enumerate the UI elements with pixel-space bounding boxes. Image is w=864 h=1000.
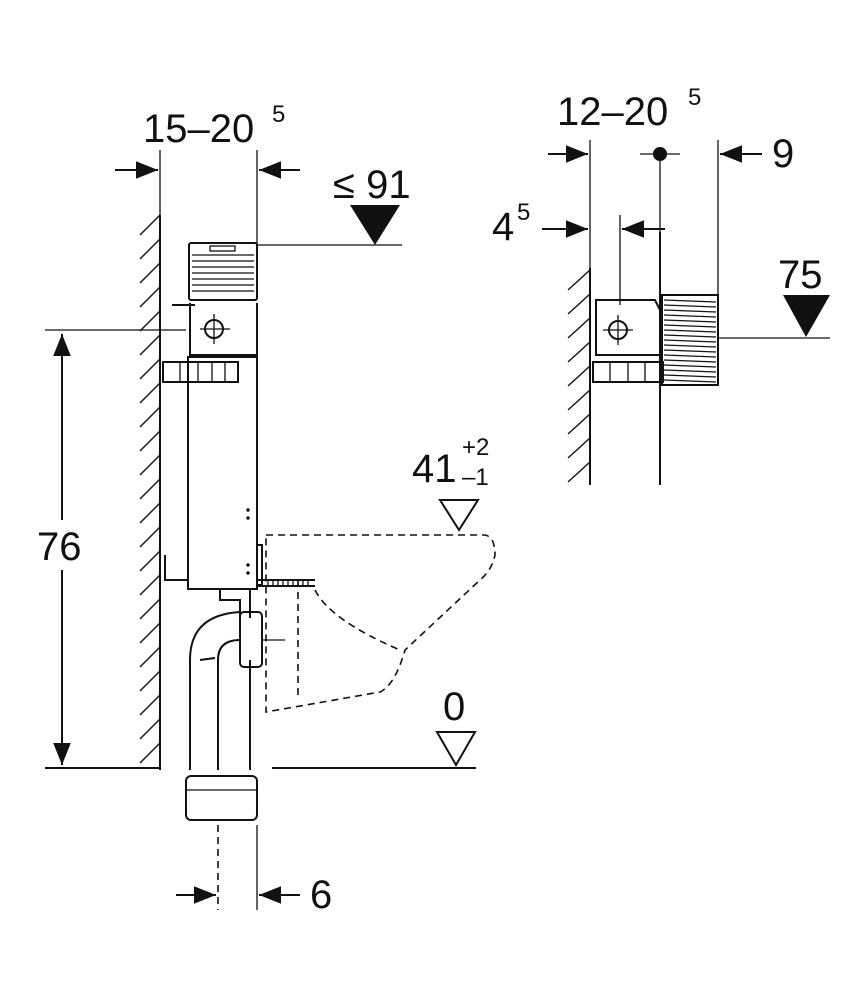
hatch-line	[663, 304, 717, 308]
floor-level-marker: 0	[435, 685, 477, 768]
hatch-line	[139, 718, 161, 740]
detail-height-marker: 75	[718, 253, 830, 339]
detail-inner-sup: 5	[517, 199, 530, 226]
pipe-offset-dimension: 6	[176, 825, 332, 917]
hatch-line	[567, 341, 591, 363]
hatch-line	[567, 293, 591, 315]
hatch-line	[663, 344, 717, 348]
hatch-line	[139, 670, 161, 692]
detail-inner-label: 4	[492, 205, 514, 249]
hatch-line	[663, 324, 717, 328]
top-height-marker: ≤ 91	[257, 163, 411, 246]
frame-height-label: 76	[37, 525, 82, 569]
detail-inner-dimension: 4 5	[492, 199, 665, 305]
hatch-line	[663, 319, 717, 323]
hatch-line	[663, 359, 717, 363]
detail-depth-sup: 5	[688, 84, 701, 111]
frame-height-dimension: 76	[37, 329, 186, 765]
floor-level-label: 0	[443, 685, 465, 729]
depth-label: 15–20	[143, 107, 254, 151]
bowl-height-label: 41	[412, 447, 457, 491]
hatch-line	[139, 526, 161, 548]
hatch-line	[139, 502, 161, 524]
hatch-line	[663, 309, 717, 313]
hatch-line	[663, 299, 717, 303]
top-height-label: ≤ 91	[333, 163, 411, 207]
hatch-line	[663, 364, 717, 368]
toilet-bowl-outline	[265, 534, 496, 713]
hatch-line	[139, 406, 161, 428]
hatch-line	[139, 358, 161, 380]
bowl-height-tol-minus: –1	[462, 464, 489, 491]
level-triangle-filled-icon	[350, 205, 400, 245]
pipe-offset-label: 6	[310, 873, 332, 917]
level-triangle-filled-icon	[783, 295, 830, 337]
hatch-line	[139, 742, 161, 764]
hatch-line	[139, 430, 161, 452]
wall-right	[567, 232, 661, 485]
hatch-line	[139, 238, 161, 260]
hatch-line	[567, 413, 591, 435]
hatch-line	[567, 461, 591, 483]
level-triangle-outline-icon	[438, 499, 480, 532]
hatch-line	[663, 369, 717, 373]
hatch-line	[663, 334, 717, 338]
hatch-line	[567, 389, 591, 411]
hatch-line	[139, 334, 161, 356]
hatch-line	[139, 286, 161, 308]
hatch-line	[139, 214, 161, 236]
hatch-line	[139, 310, 161, 332]
hatch-line	[139, 622, 161, 644]
depth-dimension: 15–20 5	[115, 101, 300, 245]
hatch-line	[139, 454, 161, 476]
hatch-line	[663, 329, 717, 333]
hatch-line	[567, 317, 591, 339]
hatch-line	[663, 349, 717, 353]
hatch-line	[567, 437, 591, 459]
hatch-line	[567, 269, 591, 291]
depth-sup: 5	[272, 101, 285, 128]
hatch-line	[663, 314, 717, 318]
hatch-line	[663, 354, 717, 358]
hatch-line	[139, 574, 161, 596]
drain-pipe	[185, 590, 285, 821]
hatch-line	[139, 646, 161, 668]
detail-height-label: 75	[778, 253, 823, 297]
hatch-line	[139, 262, 161, 284]
bowl-height-marker: 41 +2 –1	[412, 434, 489, 532]
hatch-line	[567, 365, 591, 387]
bowl-height-tol-plus: +2	[462, 434, 489, 461]
hatch-line	[663, 379, 717, 383]
hatch-line	[139, 382, 161, 404]
hatch-line	[663, 339, 717, 343]
hatch-line	[139, 550, 161, 572]
level-triangle-outline-icon	[435, 731, 477, 768]
hatch-line	[139, 478, 161, 500]
detail-depth-label: 12–20	[557, 90, 668, 134]
hatch-line	[663, 374, 717, 378]
hatch-line	[139, 694, 161, 716]
mounting-bolt	[258, 579, 315, 587]
cistern-frame	[162, 242, 315, 590]
wall-left	[139, 214, 161, 770]
hatch-line	[139, 598, 161, 620]
detail-frame	[592, 294, 719, 386]
detail-depth-dimension: 12–20 5 9	[548, 84, 794, 295]
detail-offset-label: 9	[772, 132, 794, 176]
